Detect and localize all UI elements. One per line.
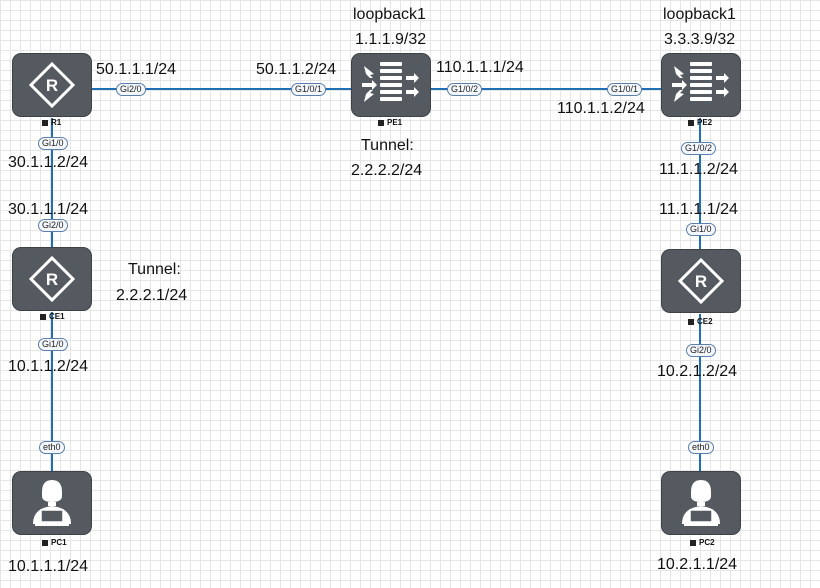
label-pe1-g1-0-1-ip: 50.1.1.2/24 xyxy=(256,61,337,78)
label-ce1-tunnel-ip: 2.2.2.1/24 xyxy=(116,287,188,304)
device-name-pc1: PC1 xyxy=(42,538,67,547)
device-marker-icon xyxy=(688,119,694,126)
device-marker-icon xyxy=(42,119,48,126)
device-marker-icon xyxy=(42,539,48,546)
label-ce1-tunnel: Tunnel: xyxy=(128,261,181,278)
label-pe1-tunnel: Tunnel: xyxy=(361,137,414,154)
router-icon: R xyxy=(28,61,76,109)
label-pe2-g1-0-2-ip: 11.1.1.2/24 xyxy=(659,161,738,178)
router-r1[interactable]: R xyxy=(13,54,91,116)
port-ce2-gi1-0[interactable]: Gi1/0 xyxy=(686,223,716,236)
port-pc1-eth0[interactable]: eth0 xyxy=(39,441,65,454)
label-ce1-gi2-0-ip: 30.1.1.1/24 xyxy=(8,201,89,218)
label-pe2-loopback: loopback1 xyxy=(663,6,736,23)
label-ce2-gi1-0-ip: 11.1.1.1/24 xyxy=(659,201,738,218)
pc-pc2[interactable] xyxy=(662,472,740,534)
label-ce2-gi2-0-ip: 10.2.1.2/24 xyxy=(657,363,738,380)
user-pc-icon xyxy=(682,480,720,526)
port-pe2-g1-0-1[interactable]: G1/0/1 xyxy=(607,83,643,96)
svg-text:R: R xyxy=(46,76,58,95)
router-icon: R xyxy=(677,257,725,305)
router-ce2[interactable]: R xyxy=(662,250,740,312)
firewall-pe2[interactable] xyxy=(662,54,740,116)
firewall-icon xyxy=(362,62,419,102)
firewall-icon xyxy=(672,62,729,102)
device-marker-icon xyxy=(378,119,384,126)
port-ce1-gi2-0[interactable]: Gi2/0 xyxy=(38,219,68,232)
label-r1-gi2-0-ip: 50.1.1.1/24 xyxy=(96,61,177,78)
label-r1-gi1-0-ip: 30.1.1.2/24 xyxy=(8,154,89,171)
label-pe1-loopback: loopback1 xyxy=(353,6,426,23)
port-pc2-eth0[interactable]: eth0 xyxy=(688,441,714,454)
device-name-ce1: CE1 xyxy=(40,312,65,321)
router-icon: R xyxy=(28,255,76,303)
label-pe2-loopback-ip: 3.3.3.9/32 xyxy=(664,31,736,48)
label-pc1-ip: 10.1.1.1/24 xyxy=(8,558,89,575)
svg-text:R: R xyxy=(695,272,707,291)
device-marker-icon xyxy=(40,313,46,320)
port-pe2-g1-0-2[interactable]: G1/0/2 xyxy=(681,142,717,155)
device-name-pc2: PC2 xyxy=(690,538,715,547)
svg-text:R: R xyxy=(46,270,58,289)
user-pc-icon xyxy=(33,480,71,526)
router-ce1[interactable]: R xyxy=(13,248,91,310)
pc-pc1[interactable] xyxy=(13,472,91,534)
device-name-ce2: CE2 xyxy=(688,317,713,326)
device-name-pe1: PE1 xyxy=(378,118,402,127)
label-pe2-g1-0-1-ip: 110.1.1.2/24 xyxy=(557,100,645,117)
device-name-pe2: PE2 xyxy=(688,118,712,127)
label-ce1-gi1-0-ip: 10.1.1.2/24 xyxy=(8,358,89,375)
port-r1-gi1-0[interactable]: Gi1/0 xyxy=(38,137,68,150)
port-pe1-g1-0-2[interactable]: G1/0/2 xyxy=(447,83,483,96)
label-pc2-ip: 10.2.1.1/24 xyxy=(657,556,738,573)
label-pe1-loopback-ip: 1.1.1.9/32 xyxy=(355,31,427,48)
port-ce1-gi1-0[interactable]: Gi1/0 xyxy=(38,338,68,351)
firewall-pe1[interactable] xyxy=(352,54,430,116)
label-pe1-g1-0-2-ip: 110.1.1.1/24 xyxy=(436,59,524,76)
device-marker-icon xyxy=(688,318,694,325)
device-name-r1: R1 xyxy=(42,118,61,127)
port-r1-gi2-0[interactable]: Gi2/0 xyxy=(116,83,146,96)
port-pe1-g1-0-1[interactable]: G1/0/1 xyxy=(291,83,327,96)
port-ce2-gi2-0[interactable]: Gi2/0 xyxy=(686,344,716,357)
label-pe1-tunnel-ip: 2.2.2.2/24 xyxy=(351,162,423,179)
device-marker-icon xyxy=(690,539,696,546)
